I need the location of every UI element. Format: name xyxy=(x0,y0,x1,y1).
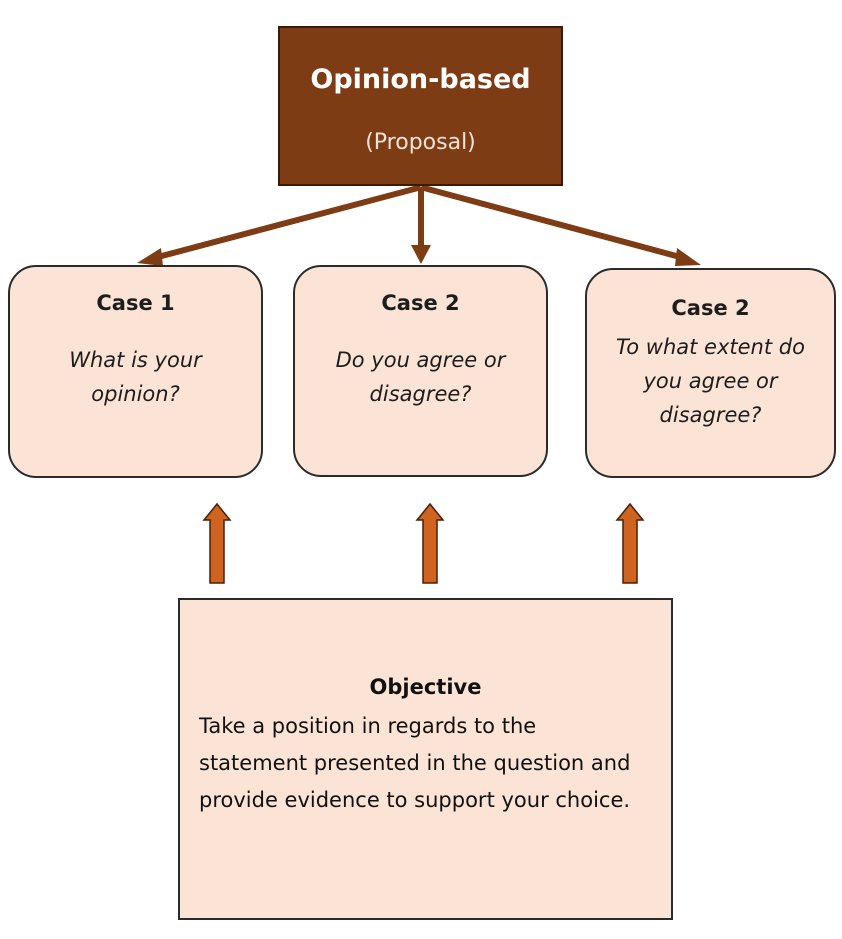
proposal-title: Opinion-based xyxy=(310,64,531,95)
case-box-1: Case 1 What is your opinion? xyxy=(8,265,263,478)
down-arrows xyxy=(137,185,701,266)
case-title: Case 1 xyxy=(96,291,175,315)
objective-box: Objective Take a position in regards to … xyxy=(178,598,673,920)
objective-title: Objective xyxy=(369,675,482,699)
case-question: Do you agree or disagree? xyxy=(335,348,506,406)
case-box-2: Case 2 Do you agree or disagree? xyxy=(293,265,548,477)
up-arrow-3 xyxy=(615,502,645,584)
case-title: Case 2 xyxy=(671,296,750,320)
arrow-to-case-1 xyxy=(155,185,421,260)
arrowhead-case-2 xyxy=(411,245,431,264)
proposal-box: Opinion-based (Proposal) xyxy=(278,26,563,186)
up-arrow-2 xyxy=(415,502,445,584)
arrowhead-case-1 xyxy=(137,248,163,266)
up-arrow-1 xyxy=(202,502,232,584)
arrowhead-case-3 xyxy=(675,248,701,266)
case-box-3: Case 2 To what extent do you agree or di… xyxy=(585,268,836,478)
case-question: What is your opinion? xyxy=(69,348,202,406)
up-arrows xyxy=(202,502,645,584)
case-title: Case 2 xyxy=(381,291,460,315)
case-question: To what extent do you agree or disagree? xyxy=(616,335,805,427)
proposal-subtitle: (Proposal) xyxy=(365,130,476,155)
objective-text: Take a position in regards to the statem… xyxy=(199,714,631,812)
arrow-to-case-3 xyxy=(421,185,683,260)
